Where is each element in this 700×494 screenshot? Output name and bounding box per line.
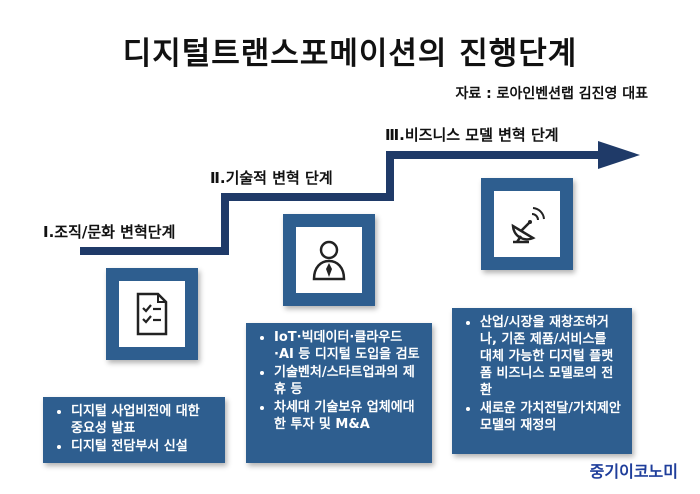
stage-1-item: 디지털 전담부서 신설 bbox=[71, 438, 215, 455]
checklist-icon bbox=[136, 292, 168, 336]
stage-2-label: Ⅱ.기술적 변혁 단계 bbox=[210, 169, 333, 187]
source-note: 자료 : 로아인벤션랩 김진영 대표 bbox=[455, 86, 648, 102]
stage-1-label: Ⅰ.조직/문화 변혁단계 bbox=[43, 223, 176, 241]
stage-1-description: 디지털 사업비전에 대한 중요성 발표 디지털 전담부서 신설 bbox=[43, 397, 225, 463]
satellite-dish-icon bbox=[511, 207, 545, 244]
stage-3-label: Ⅲ.비즈니스 모델 변혁 단계 bbox=[385, 126, 559, 144]
stage-2-icon-box bbox=[283, 214, 375, 306]
brand-logo-text: 중기이코노미 bbox=[589, 462, 678, 481]
stage-2-item: 차세대 기술보유 업체에대한 투자 및 M&A bbox=[274, 399, 422, 433]
page-title: 디지털트랜스포메이션의 진행단계 bbox=[122, 36, 578, 72]
stage-1-icon-box bbox=[106, 268, 198, 360]
stage-2-item: IoT·빅데이터·클라우드·AI 등 디지털 도입을 검토 bbox=[274, 329, 422, 363]
stage-3-item: 산업/시장을 재창조하거나, 기존 제품/서비스를 대체 가능한 디지털 플랫폼… bbox=[480, 314, 622, 399]
stage-3-description: 산업/시장을 재창조하거나, 기존 제품/서비스를 대체 가능한 디지털 플랫폼… bbox=[452, 308, 632, 454]
person-icon bbox=[312, 240, 346, 281]
stage-2-item: 기술벤처/스타트업과의 제휴 등 bbox=[274, 364, 422, 398]
stage-3-item: 새로운 가치전달/가치제안 모델의 재정의 bbox=[480, 400, 622, 434]
stage-1-item: 디지털 사업비전에 대한 중요성 발표 bbox=[71, 403, 215, 437]
stage-2-description: IoT·빅데이터·클라우드·AI 등 디지털 도입을 검토 기술벤처/스타트업과… bbox=[246, 323, 432, 463]
stage-3-icon-box bbox=[481, 178, 573, 270]
